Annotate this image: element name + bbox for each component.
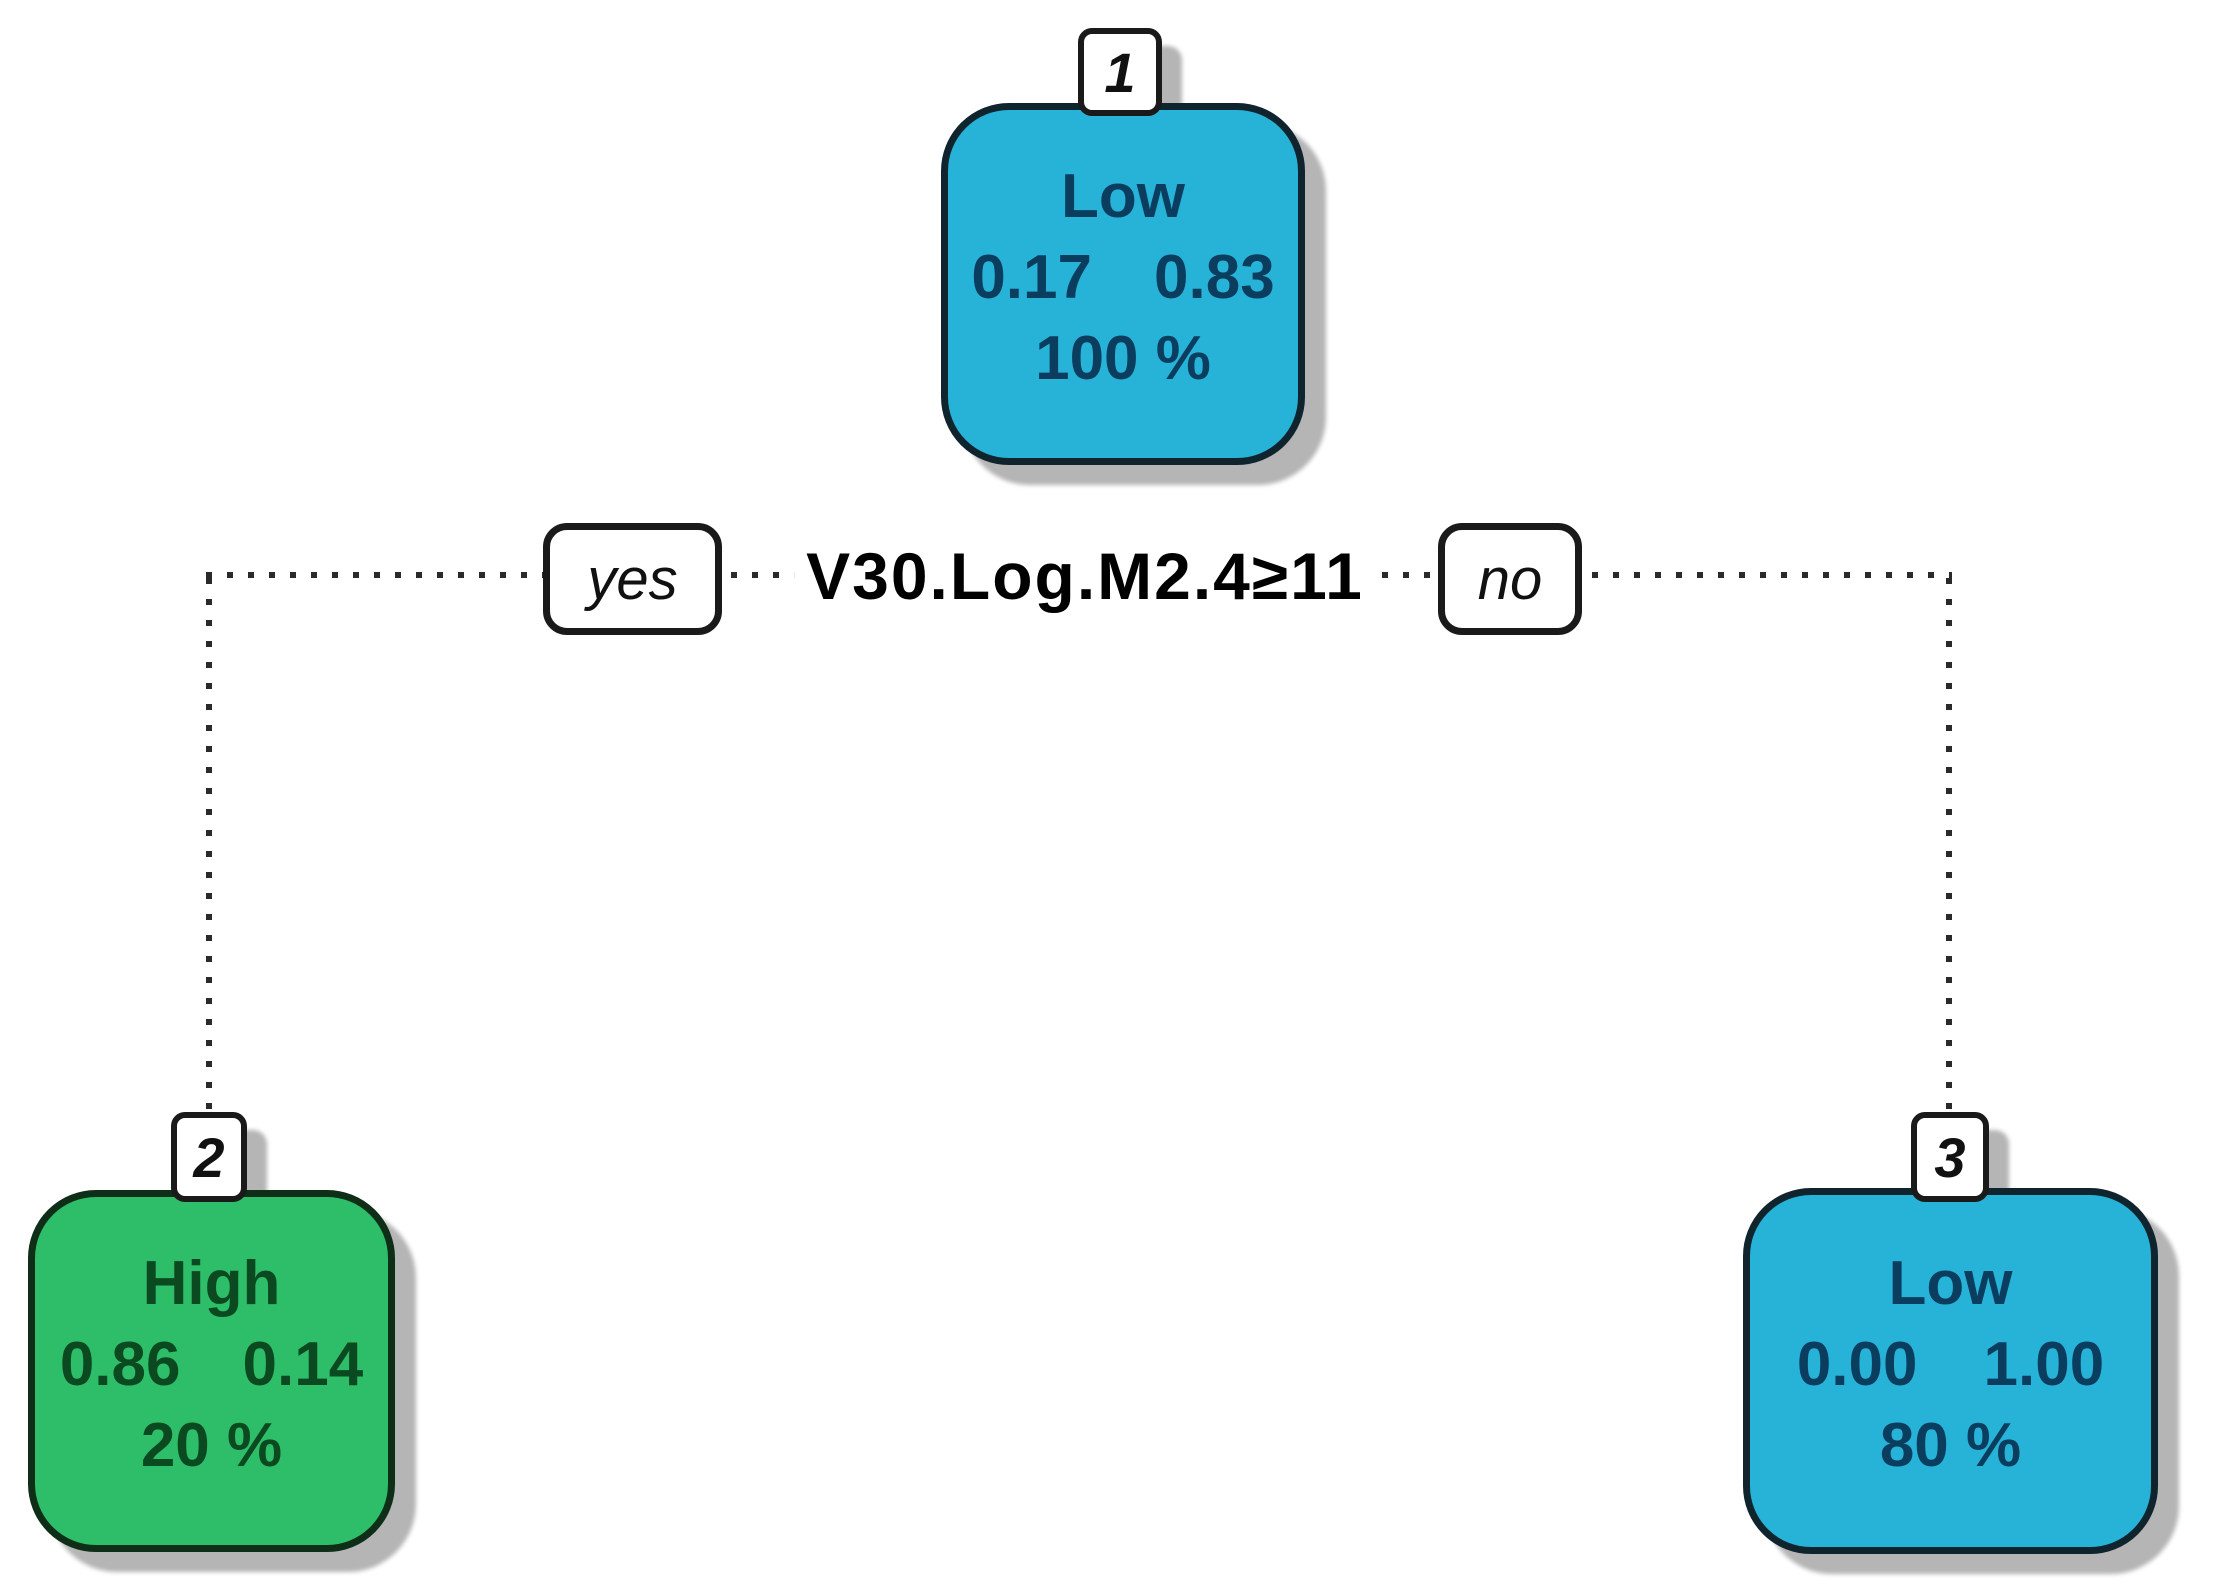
- node-coverage: 100 %: [1035, 323, 1211, 393]
- branch-line-left: [206, 578, 212, 1114]
- node-probabilities: 0.00 1.00: [1797, 1324, 2104, 1405]
- node-coverage: 20 %: [140, 1410, 283, 1480]
- node-prob-left: 0.17: [971, 242, 1092, 312]
- no-branch-label: no: [1438, 523, 1582, 635]
- node-number-badge: 1: [1078, 28, 1162, 116]
- split-condition-label: V30.Log.M2.4≥11: [794, 540, 1376, 612]
- node-prob-left: 0.00: [1796, 1329, 1918, 1399]
- branch-line-right: [1946, 578, 1952, 1114]
- node-class-label: Low: [1061, 161, 1185, 231]
- tree-node-left-leaf: High 0.86 0.14 20 %: [28, 1190, 395, 1552]
- yes-branch-label: yes: [543, 523, 722, 635]
- node-prob-left: 0.86: [59, 1329, 181, 1399]
- node-number-badge: 2: [171, 1112, 247, 1202]
- node-probabilities: 0.86 0.14: [60, 1324, 363, 1405]
- node-prob-right: 0.83: [1154, 242, 1275, 312]
- node-prob-right: 1.00: [1983, 1329, 2105, 1399]
- node-class-label: High: [142, 1248, 281, 1318]
- tree-node-root: Low 0.17 0.83 100 %: [941, 103, 1305, 465]
- node-coverage: 80 %: [1879, 1410, 2022, 1480]
- node-prob-right: 0.14: [242, 1329, 364, 1399]
- tree-node-right-leaf: Low 0.00 1.00 80 %: [1743, 1188, 2158, 1554]
- node-class-label: Low: [1888, 1248, 2013, 1318]
- node-probabilities: 0.17 0.83: [971, 237, 1274, 318]
- node-number-badge: 3: [1911, 1112, 1989, 1202]
